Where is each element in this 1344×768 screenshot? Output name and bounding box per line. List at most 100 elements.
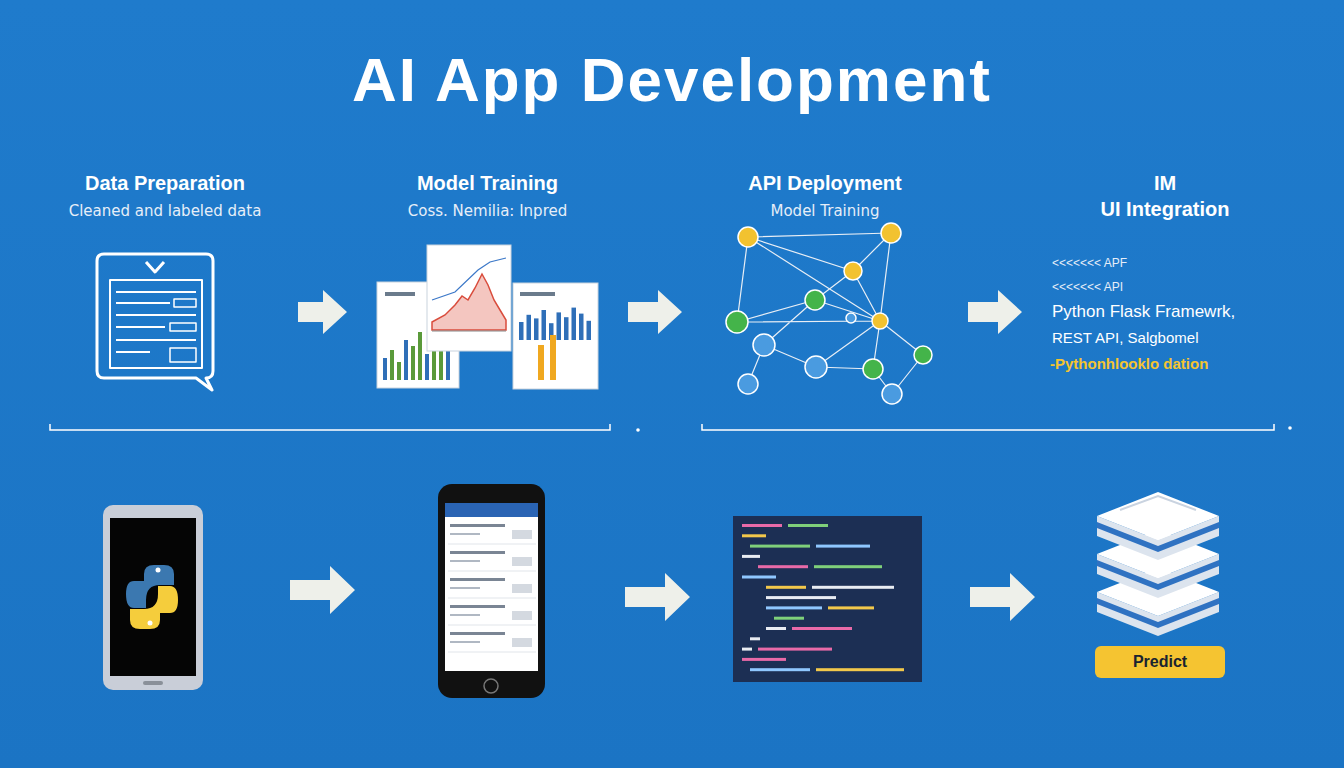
document-bubble-icon <box>116 291 196 293</box>
app-phone-icon <box>445 503 538 517</box>
app-phone-icon <box>450 551 505 554</box>
chart-cards-icon <box>432 331 506 332</box>
stage-heading: IM <box>1022 170 1308 196</box>
chart-cards-icon <box>513 283 598 389</box>
code-panel-icon <box>742 658 786 661</box>
chart-cards-icon <box>534 318 539 340</box>
chart-cards-icon <box>385 292 415 296</box>
document-bubble-icon <box>170 323 196 331</box>
app-phone-icon <box>450 614 480 616</box>
chart-cards-icon <box>538 345 544 380</box>
code-panel-icon <box>766 606 822 609</box>
code-panel-icon <box>750 637 760 640</box>
network-node-dots <box>805 290 825 310</box>
chart-cards-icon <box>579 314 584 340</box>
divider-line <box>50 424 610 430</box>
page-title: AI App Development <box>0 46 1344 114</box>
chart-cards-icon <box>397 362 401 380</box>
chart-cards-icon <box>432 258 506 300</box>
code-panel-icon <box>766 586 806 589</box>
python-phone-icon <box>103 505 203 690</box>
code-panel-icon <box>742 555 760 558</box>
stack-icon <box>1120 496 1196 510</box>
network-node-dots <box>726 311 748 333</box>
document-bubble-icon <box>97 254 213 390</box>
code-panel-icon <box>774 617 804 620</box>
network-node-dots <box>881 223 901 243</box>
chart-cards-icon <box>425 354 429 380</box>
stage-column: API DeploymentModel Training <box>682 170 968 410</box>
network-node-dots <box>914 346 932 364</box>
network-node-dots <box>882 384 902 404</box>
code-panel-icon <box>733 516 922 682</box>
code-panel-icon <box>742 524 904 671</box>
network-node-dots <box>805 356 827 378</box>
predict-button: Predict <box>1095 646 1225 678</box>
app-phone-icon <box>450 524 505 527</box>
app-phone-icon <box>450 641 480 643</box>
document-bubble-icon <box>146 262 164 272</box>
app-phone-icon <box>450 560 480 562</box>
chart-cards-icon <box>542 310 547 340</box>
step-arrow <box>970 573 1035 621</box>
code-panel-icon <box>788 524 828 527</box>
chart-cards-icon <box>411 346 415 380</box>
network-node-dots <box>753 334 775 356</box>
app-phone-icon <box>512 611 532 620</box>
chart-cards-icon <box>404 340 408 380</box>
step-arrow <box>290 566 355 614</box>
stage-heading: Model Training <box>347 170 628 196</box>
network-graph-icon <box>737 233 923 394</box>
document-bubble-icon <box>116 326 165 328</box>
flow-arrow <box>298 290 347 334</box>
code-panel-icon <box>812 586 894 589</box>
document-bubble-icon <box>116 351 150 353</box>
stage-text: REST API, Salgbomel <box>1052 328 1308 348</box>
network-node-dots <box>738 227 758 247</box>
app-phone-icon <box>450 587 480 589</box>
python-phone-icon <box>143 681 163 685</box>
app-phone-icon <box>512 584 532 593</box>
chart-cards-icon <box>427 245 511 351</box>
app-phone-icon <box>448 544 536 545</box>
chart-cards-icon <box>587 321 592 340</box>
chart-cards-icon <box>377 245 598 389</box>
code-panel-icon <box>814 565 882 568</box>
code-panel-icon <box>766 627 786 630</box>
stage-heading: Predict <box>1095 652 1225 673</box>
divider-line <box>636 428 640 432</box>
step-arrow <box>625 573 690 621</box>
app-phone-icon <box>448 598 536 599</box>
document-bubble-icon <box>116 302 170 304</box>
document-bubble-icon <box>116 314 196 316</box>
app-phone-icon <box>448 625 536 626</box>
stage-text: Cleaned and labeled data <box>32 202 298 222</box>
stage-column: Model TrainingCoss. Nemilia: Inpred <box>347 170 628 410</box>
chart-cards-icon <box>572 308 577 340</box>
network-node-dots <box>726 223 932 404</box>
code-panel-icon <box>758 648 832 651</box>
app-phone-icon <box>450 632 505 635</box>
stage-text: Python Flask Framewrk, <box>1052 301 1308 323</box>
app-phone-icon <box>438 484 545 698</box>
stage-heading: API Deployment <box>682 170 968 196</box>
app-phone-icon <box>445 503 538 671</box>
network-node-dots <box>738 374 758 394</box>
chart-cards-icon <box>446 350 450 380</box>
python-phone-icon <box>103 505 203 690</box>
stage-column: IMUI Integration<<<<<<< APF<<<<<<< APIPy… <box>1022 170 1308 410</box>
stage-text: Model Training <box>682 202 968 222</box>
chart-cards-icon <box>557 312 562 340</box>
stage-text: <<<<<<< APF <box>1052 256 1308 272</box>
divider-line <box>702 424 1274 430</box>
app-phone-icon <box>450 533 480 535</box>
code-panel-icon <box>828 606 874 609</box>
code-panel-icon <box>742 576 776 579</box>
chart-cards-icon <box>383 358 387 380</box>
app-phone-icon <box>450 578 505 581</box>
code-panel-icon <box>816 545 870 548</box>
code-panel-icon <box>742 648 752 651</box>
python-phone-icon <box>110 518 196 676</box>
code-panel-icon <box>792 627 852 630</box>
app-phone-icon <box>484 679 498 693</box>
